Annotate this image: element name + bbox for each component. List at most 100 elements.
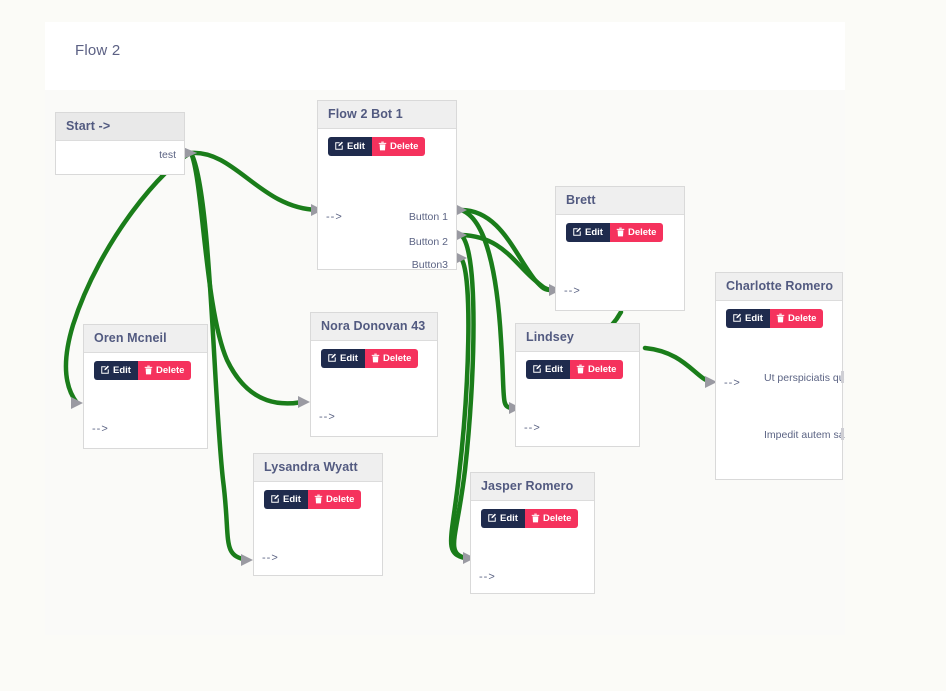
pencil-square-icon — [488, 513, 496, 522]
edit-button-label: Edit — [500, 513, 518, 524]
node-body: Edit Delete --> — [471, 501, 594, 594]
output-handle-2[interactable] — [841, 428, 844, 440]
edit-button[interactable]: Edit — [566, 223, 610, 242]
delete-button[interactable]: Delete — [569, 360, 624, 379]
node-start[interactable]: Start -> test — [55, 112, 185, 175]
pencil-square-icon — [101, 365, 109, 374]
edge-arrowheads — [71, 148, 717, 566]
output-handle-1[interactable] — [841, 371, 844, 383]
page-header-card: Flow 2 — [45, 22, 845, 90]
trash-icon — [144, 365, 153, 375]
pencil-square-icon — [733, 313, 741, 322]
edit-button[interactable]: Edit — [726, 309, 770, 328]
node-output-port[interactable]: test — [159, 149, 176, 161]
edge-bot1-b1-to-lindsey — [458, 207, 514, 411]
pencil-square-icon — [533, 364, 541, 373]
flow-canvas[interactable]: Start -> test Flow 2 Bot 1 Edit Delete -… — [45, 90, 845, 635]
edge-bot1-b3-to-jasper — [448, 255, 471, 561]
node-title: Jasper Romero — [471, 473, 594, 501]
node-action-buttons: Edit Delete — [556, 215, 684, 242]
node-action-buttons: Edit Delete — [254, 482, 382, 509]
edit-button-label: Edit — [113, 365, 131, 376]
edit-button[interactable]: Edit — [481, 509, 525, 528]
node-charlotte-romero[interactable]: Charlotte Romero Edit Delete --> Ut pers… — [715, 272, 845, 480]
delete-button[interactable]: Delete — [307, 490, 362, 509]
node-body: Edit Delete --> — [84, 353, 207, 449]
node-nora-donovan-43[interactable]: Nora Donovan 43 Edit Delete --> — [310, 312, 438, 437]
node-body: Edit Delete --> Button 1 Button 2 Button… — [318, 129, 456, 271]
edit-button-label: Edit — [545, 364, 563, 375]
node-body: Edit Delete --> — [556, 215, 684, 311]
node-body: Edit Delete --> — [311, 341, 437, 437]
node-output-port-button-3[interactable]: Button3 — [411, 259, 448, 271]
node-action-buttons: Edit Delete — [471, 501, 594, 528]
page-title: Flow 2 — [75, 42, 121, 59]
node-title: Oren Mcneil — [84, 325, 207, 353]
edit-button[interactable]: Edit — [526, 360, 570, 379]
node-body: Edit Delete --> Ut perspiciatis qua Impe… — [716, 301, 845, 480]
pencil-square-icon — [271, 494, 279, 503]
edge-bot1-b2-to-brett — [458, 232, 554, 293]
delete-button[interactable]: Delete — [137, 361, 192, 380]
edit-button[interactable]: Edit — [328, 137, 372, 156]
node-title: Brett — [556, 187, 684, 215]
node-body: test — [56, 141, 184, 175]
delete-button-label: Delete — [787, 313, 817, 324]
edge-start-to-lysandra — [188, 150, 250, 563]
node-action-buttons: Edit Delete — [318, 129, 456, 156]
node-input-port[interactable]: --> — [724, 377, 741, 389]
edge-start-to-bot1 — [188, 150, 320, 213]
edge-lindsey-to-charlotte — [642, 345, 714, 385]
node-input-port[interactable]: --> — [319, 411, 336, 423]
node-brett[interactable]: Brett Edit Delete --> — [555, 186, 685, 311]
delete-button[interactable]: Delete — [769, 309, 824, 328]
node-input-port[interactable]: --> — [524, 422, 541, 434]
node-title: Nora Donovan 43 — [311, 313, 437, 341]
node-input-port[interactable]: --> — [262, 552, 279, 564]
node-oren-mcneil[interactable]: Oren Mcneil Edit Delete --> — [83, 324, 208, 449]
edit-button[interactable]: Edit — [321, 349, 365, 368]
node-lysandra-wyatt[interactable]: Lysandra Wyatt Edit Delete --> — [253, 453, 383, 576]
trash-icon — [576, 364, 585, 374]
trash-icon — [378, 141, 387, 151]
node-title: Lindsey — [516, 324, 639, 352]
node-flow-2-bot-1[interactable]: Flow 2 Bot 1 Edit Delete --> Button 1 Bu… — [317, 100, 457, 271]
node-output-port-button-2[interactable]: Button 2 — [408, 236, 448, 248]
delete-button-label: Delete — [389, 141, 419, 152]
delete-button[interactable]: Delete — [524, 509, 579, 528]
pencil-square-icon — [335, 141, 343, 150]
edit-button-label: Edit — [283, 494, 301, 505]
node-jasper-romero[interactable]: Jasper Romero Edit Delete --> — [470, 472, 595, 594]
node-input-port[interactable]: --> — [92, 423, 109, 435]
node-input-port[interactable]: --> — [479, 571, 496, 583]
node-title: Lysandra Wyatt — [254, 454, 382, 482]
node-input-port[interactable]: --> — [564, 285, 581, 297]
node-body: Edit Delete --> — [516, 352, 639, 447]
edit-button-label: Edit — [585, 227, 603, 238]
delete-button-label: Delete — [382, 353, 412, 364]
trash-icon — [371, 353, 380, 363]
node-lindsey[interactable]: Lindsey Edit Delete --> — [515, 323, 640, 447]
node-body: Edit Delete --> — [254, 482, 382, 576]
pencil-square-icon — [328, 353, 336, 362]
node-title: Charlotte Romero — [716, 273, 842, 301]
node-action-buttons: Edit Delete — [516, 352, 639, 379]
node-action-buttons: Edit Delete — [311, 341, 437, 368]
edit-button-label: Edit — [745, 313, 763, 324]
delete-button[interactable]: Delete — [364, 349, 419, 368]
edit-button-label: Edit — [340, 353, 358, 364]
delete-button[interactable]: Delete — [371, 137, 426, 156]
edit-button[interactable]: Edit — [94, 361, 138, 380]
delete-button-label: Delete — [325, 494, 355, 505]
trash-icon — [616, 227, 625, 237]
delete-button[interactable]: Delete — [609, 223, 664, 242]
edit-button[interactable]: Edit — [264, 490, 308, 509]
node-output-port-2[interactable]: Impedit autem sapie — [764, 429, 845, 441]
node-output-port-1[interactable]: Ut perspiciatis qua — [764, 372, 845, 384]
node-output-port-button-1[interactable]: Button 1 — [408, 211, 448, 223]
node-input-port[interactable]: --> — [326, 211, 343, 223]
node-action-buttons: Edit Delete — [84, 353, 207, 380]
delete-button-label: Delete — [587, 364, 617, 375]
trash-icon — [314, 494, 323, 504]
